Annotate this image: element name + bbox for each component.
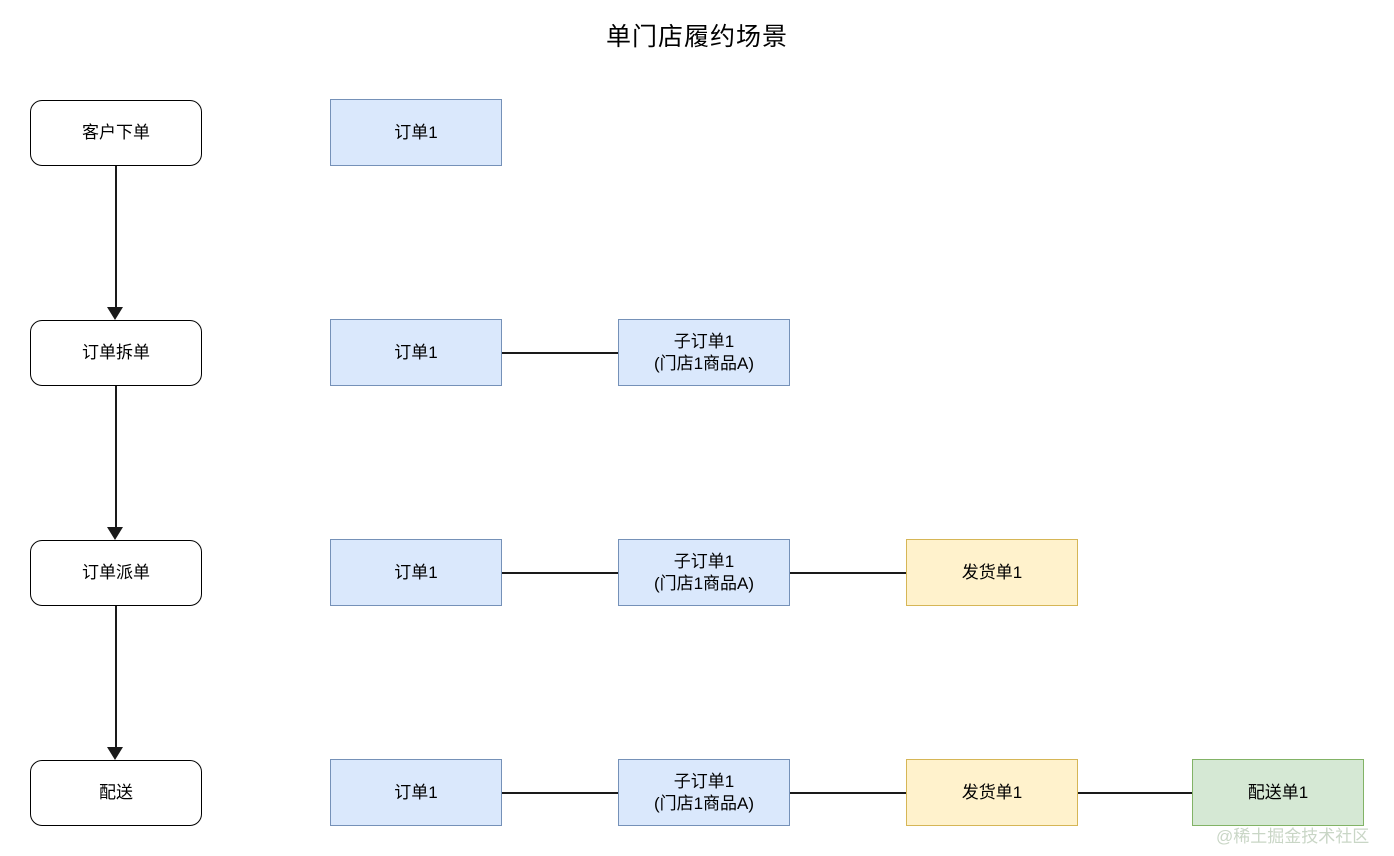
row3-shipment-node[interactable]: 发货单1 bbox=[906, 539, 1078, 606]
row3-order-node[interactable]: 订单1 bbox=[330, 539, 502, 606]
row4-order-node[interactable]: 订单1 bbox=[330, 759, 502, 826]
stage-connector-2-3 bbox=[115, 386, 117, 527]
row2-connector-order-suborder bbox=[502, 352, 618, 354]
stage-connector-3-4 bbox=[115, 606, 117, 747]
row3-connector-order-suborder bbox=[502, 572, 618, 574]
row1-order-node[interactable]: 订单1 bbox=[330, 99, 502, 166]
stage-arrow-1-2-icon bbox=[107, 307, 123, 320]
node-label: 子订单1 (门店1商品A) bbox=[653, 771, 755, 813]
node-label: 订单1 bbox=[394, 562, 438, 582]
node-label: 配送单1 bbox=[1247, 782, 1309, 802]
node-label: 订单1 bbox=[394, 122, 438, 142]
row4-delivery-node[interactable]: 配送单1 bbox=[1192, 759, 1364, 826]
row4-suborder-node[interactable]: 子订单1 (门店1商品A) bbox=[618, 759, 790, 826]
node-label: 子订单1 (门店1商品A) bbox=[653, 331, 755, 373]
row3-suborder-node[interactable]: 子订单1 (门店1商品A) bbox=[618, 539, 790, 606]
node-label: 订单1 bbox=[394, 342, 438, 362]
stage-node-order-split[interactable]: 订单拆单 bbox=[30, 320, 202, 386]
stage-arrow-3-4-icon bbox=[107, 747, 123, 760]
stage-connector-1-2 bbox=[115, 166, 117, 307]
stage-node-order-dispatch[interactable]: 订单派单 bbox=[30, 540, 202, 606]
node-label: 子订单1 (门店1商品A) bbox=[653, 551, 755, 593]
row4-connector-suborder-shipment bbox=[790, 792, 906, 794]
stage-node-customer-order[interactable]: 客户下单 bbox=[30, 100, 202, 166]
row4-shipment-node[interactable]: 发货单1 bbox=[906, 759, 1078, 826]
row4-connector-shipment-delivery bbox=[1078, 792, 1192, 794]
node-label: 订单1 bbox=[394, 782, 438, 802]
stage-arrow-2-3-icon bbox=[107, 527, 123, 540]
row4-connector-order-suborder bbox=[502, 792, 618, 794]
row2-suborder-node[interactable]: 子订单1 (门店1商品A) bbox=[618, 319, 790, 386]
stage-label: 订单派单 bbox=[82, 563, 150, 582]
stage-label: 配送 bbox=[99, 783, 133, 802]
stage-node-delivery[interactable]: 配送 bbox=[30, 760, 202, 826]
stage-label: 订单拆单 bbox=[82, 343, 150, 362]
node-label: 发货单1 bbox=[961, 562, 1023, 582]
watermark: @稀土掘金技术社区 bbox=[1216, 827, 1370, 846]
stage-label: 客户下单 bbox=[82, 123, 150, 142]
page-title: 单门店履约场景 bbox=[605, 23, 788, 51]
row3-connector-suborder-shipment bbox=[790, 572, 906, 574]
node-label: 发货单1 bbox=[961, 782, 1023, 802]
row2-order-node[interactable]: 订单1 bbox=[330, 319, 502, 386]
